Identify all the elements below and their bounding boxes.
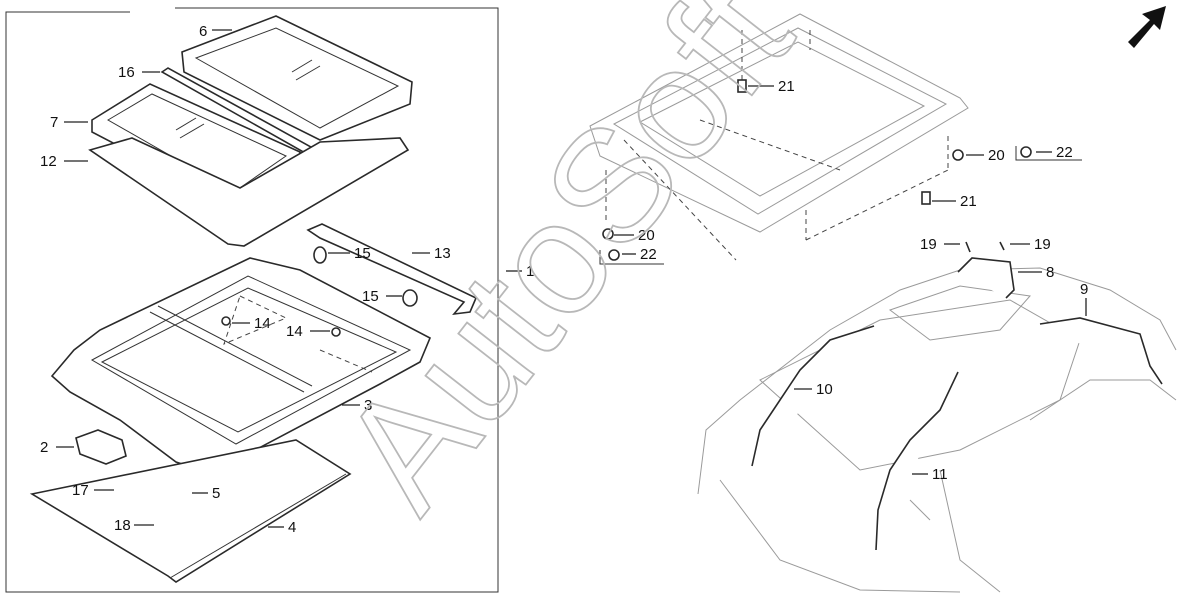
callout-9: 9 [1080, 281, 1088, 298]
callout-13: 13 [434, 245, 451, 262]
part-bolt-21b[interactable] [921, 191, 931, 205]
part-grommet-17[interactable] [402, 289, 418, 307]
part-hose-11[interactable] [875, 371, 959, 551]
callout-11: 11 [932, 466, 948, 483]
part-nut-22b[interactable] [608, 249, 620, 261]
leader-lines-left [56, 29, 522, 528]
car-reference-outline [697, 267, 1177, 593]
part-grommet-16[interactable] [313, 246, 327, 264]
part-weatherstrip[interactable] [88, 137, 410, 247]
callout-labels: 6 16 7 12 13 15 1 15 14 14 3 2 17 5 18 4… [40, 23, 1088, 536]
part-bolt-21a[interactable] [737, 79, 747, 93]
part-clip-19a[interactable] [965, 241, 971, 253]
callout-4: 4 [288, 519, 296, 536]
part-clip-19b[interactable] [999, 241, 1005, 251]
part-screw-14a[interactable] [221, 316, 231, 326]
callout-17: 15 [362, 288, 379, 305]
callout-22b: 22 [640, 246, 657, 263]
sunroof-assembly-group [5, 7, 499, 593]
part-glass-panel[interactable] [181, 15, 413, 141]
part-nut-20a[interactable] [952, 149, 964, 161]
callout-14b: 14 [286, 323, 303, 340]
callout-3: 3 [364, 397, 372, 414]
callout-20b: 20 [638, 227, 655, 244]
assembly-bracket [5, 7, 499, 593]
part-motor-2[interactable] [75, 429, 127, 465]
callout-5: 5 [212, 485, 220, 502]
callout-1: 1 [526, 263, 534, 280]
roof-fasteners [599, 79, 1082, 265]
part-guide-rail[interactable] [306, 223, 478, 316]
callout-6: 6 [199, 23, 207, 40]
part-hose-9[interactable] [1039, 317, 1163, 385]
drain-hoses [751, 241, 1163, 551]
part-nut-22a[interactable] [1020, 146, 1032, 158]
callout-15a: 17 [72, 482, 89, 499]
callout-18: 16 [118, 64, 135, 81]
callout-21b: 21 [960, 193, 977, 210]
callout-10: 10 [816, 381, 833, 398]
leader-lines-bottom-right [794, 243, 1087, 475]
part-sunshade[interactable] [29, 439, 352, 583]
callout-15b: 18 [114, 517, 131, 534]
callout-7: 7 [50, 114, 58, 131]
callout-14a: 14 [254, 315, 271, 332]
part-nut-20b[interactable] [602, 228, 614, 240]
callout-16: 15 [354, 245, 371, 262]
callout-12: 12 [40, 153, 57, 170]
part-screw-14b[interactable] [331, 327, 341, 337]
callout-20a: 20 [988, 147, 1005, 164]
leader-lines-top-right [614, 85, 1052, 255]
callout-21a: 21 [778, 78, 795, 95]
callout-2: 2 [40, 439, 48, 456]
part-hose-10[interactable] [751, 325, 875, 467]
callout-8: 8 [1046, 264, 1054, 281]
part-hose-8[interactable] [957, 257, 1015, 299]
roof-panel-reference [589, 13, 969, 261]
callout-19a: 19 [920, 236, 937, 253]
callout-22a: 22 [1056, 144, 1073, 161]
callout-19b: 19 [1034, 236, 1051, 253]
front-direction-arrow-icon [1128, 6, 1166, 48]
part-sunroof-frame[interactable] [50, 257, 432, 471]
